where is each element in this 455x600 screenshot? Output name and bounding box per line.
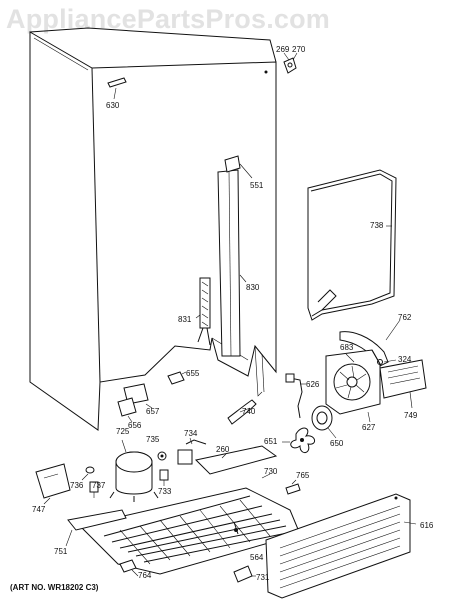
- callout-655: 655: [186, 369, 200, 378]
- part-630-bracket: [107, 77, 127, 100]
- callout-626: 626: [306, 380, 320, 389]
- callout-749: 749: [404, 411, 418, 420]
- callout-730: 730: [264, 467, 278, 476]
- callout-657: 657: [146, 407, 160, 416]
- part-765-clip: [285, 479, 301, 495]
- part-731-roller: [233, 565, 256, 583]
- callout-656: 656: [128, 421, 142, 430]
- callout-737: 737: [92, 481, 106, 490]
- cabinet-case: [29, 27, 277, 431]
- part-735-grommet: [157, 451, 167, 461]
- watermark: AppliancePartsPros.com: [6, 4, 331, 34]
- callout-736: 736: [70, 481, 84, 490]
- callout-764: 764: [138, 571, 152, 580]
- part-737-mount: [89, 481, 99, 498]
- part-831-heater: [195, 277, 211, 346]
- part-734-start-device: [177, 437, 207, 465]
- callout-734: 734: [184, 429, 198, 438]
- part-764-foot: [119, 559, 139, 577]
- part-749-cover-panel: [379, 359, 427, 409]
- part-260-drain-pan: [194, 445, 278, 475]
- part-725-compressor: [109, 439, 159, 502]
- part-650-fan-motor: [311, 405, 337, 439]
- callout-747: 747: [32, 505, 46, 514]
- callout-765: 765: [296, 471, 310, 480]
- callout-725: 725: [116, 427, 130, 436]
- callout-627: 627: [362, 423, 376, 432]
- art-number: (ART NO. WR18202 C3): [10, 583, 99, 592]
- callout-630: 630: [106, 101, 120, 110]
- callout-830: 830: [246, 283, 260, 292]
- part-655-clip: [167, 371, 187, 385]
- part-656-overload: [117, 397, 137, 423]
- part-651-fan-blade: [282, 427, 315, 453]
- callout-616: 616: [420, 521, 434, 530]
- part-564-screw: [233, 521, 239, 535]
- part-730-condenser-coil: [79, 473, 301, 575]
- part-626-harness: [285, 373, 306, 419]
- callout-738: 738: [370, 221, 384, 230]
- callout-270: 270: [292, 45, 306, 54]
- part-740-drain-trough: [227, 399, 257, 425]
- part-269-270-hinge-screw: [283, 52, 298, 74]
- part-747-cover: [35, 463, 71, 505]
- callout-650: 650: [330, 439, 344, 448]
- part-324-clip: [377, 359, 397, 365]
- callout-683: 683: [340, 343, 354, 352]
- callout-731: 731: [256, 573, 270, 582]
- part-830-mullion: [217, 155, 253, 357]
- part-738-condenser-loop: [307, 169, 397, 321]
- callout-733: 733: [158, 487, 172, 496]
- callout-735: 735: [146, 435, 160, 444]
- part-616-grille: [265, 493, 417, 599]
- callout-551: 551: [250, 181, 264, 190]
- part-733-clip: [159, 469, 169, 486]
- callout-labels: 269 270 630 551 738 830 831 762 683 324 …: [32, 45, 434, 582]
- callout-260: 260: [216, 445, 230, 454]
- part-751-base-pan: [65, 509, 127, 547]
- callout-740: 740: [242, 407, 256, 416]
- part-627-fan-bracket: [325, 349, 381, 423]
- callout-831: 831: [178, 315, 192, 324]
- part-736-grommet: [81, 466, 95, 481]
- callout-651: 651: [264, 437, 278, 446]
- callout-324: 324: [398, 355, 412, 364]
- callout-762: 762: [398, 313, 412, 322]
- callout-269: 269: [276, 45, 290, 54]
- callout-564: 564: [250, 553, 264, 562]
- callout-751: 751: [54, 547, 68, 556]
